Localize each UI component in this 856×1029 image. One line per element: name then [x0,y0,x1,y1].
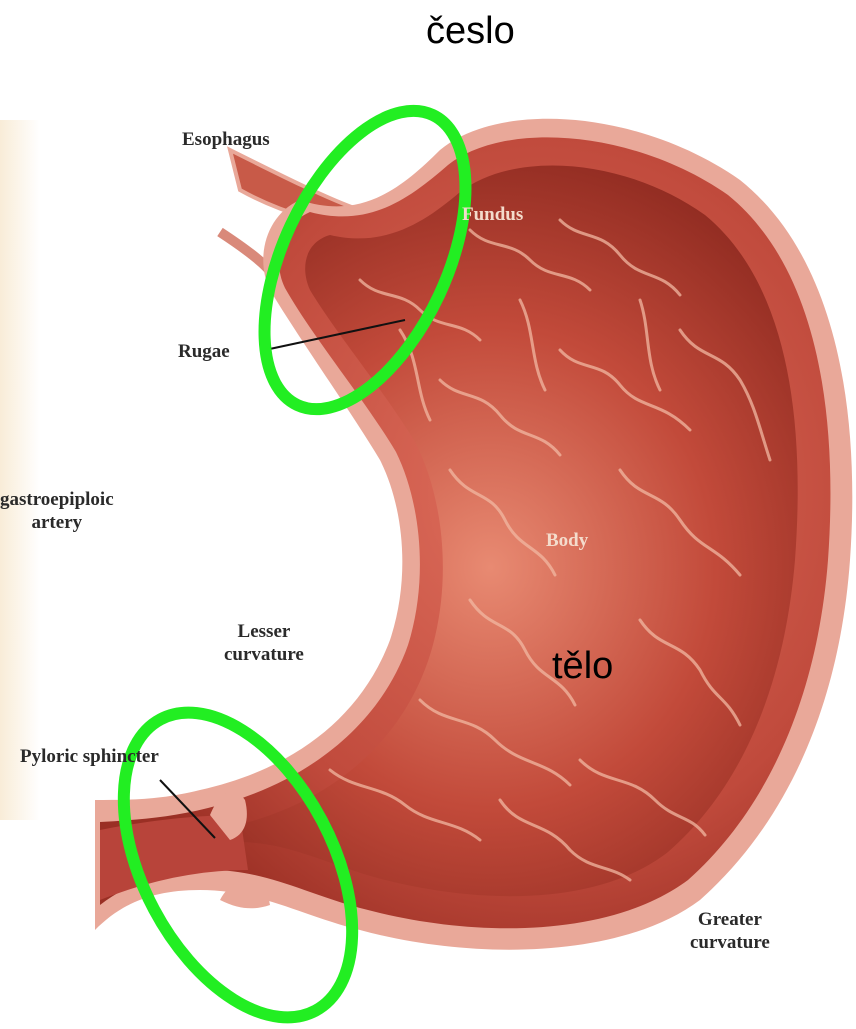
background-strip [0,120,40,820]
pyloric-sphincter-label: Pyloric sphincter [20,745,159,768]
fundus-label: Fundus [462,204,523,226]
esophagus-label: Esophagus [182,128,270,151]
gastroepiploic-line2: artery [0,511,114,534]
greater-curvature-label: Greater curvature [690,908,770,954]
top-label: česlo [426,10,515,53]
lesser-line1: Lesser [224,620,304,643]
gastroepiploic-artery-label: gastroepiploic artery [0,488,114,534]
body-label: Body [546,530,588,552]
greater-line2: curvature [690,931,770,954]
gastroepiploic-line1: gastroepiploic [0,488,114,511]
body-overlay-label: tělo [552,645,613,688]
greater-line1: Greater [690,908,770,931]
lesser-line2: curvature [224,643,304,666]
lesser-curvature-label: Lesser curvature [224,620,304,666]
rugae-label: Rugae [178,340,230,363]
